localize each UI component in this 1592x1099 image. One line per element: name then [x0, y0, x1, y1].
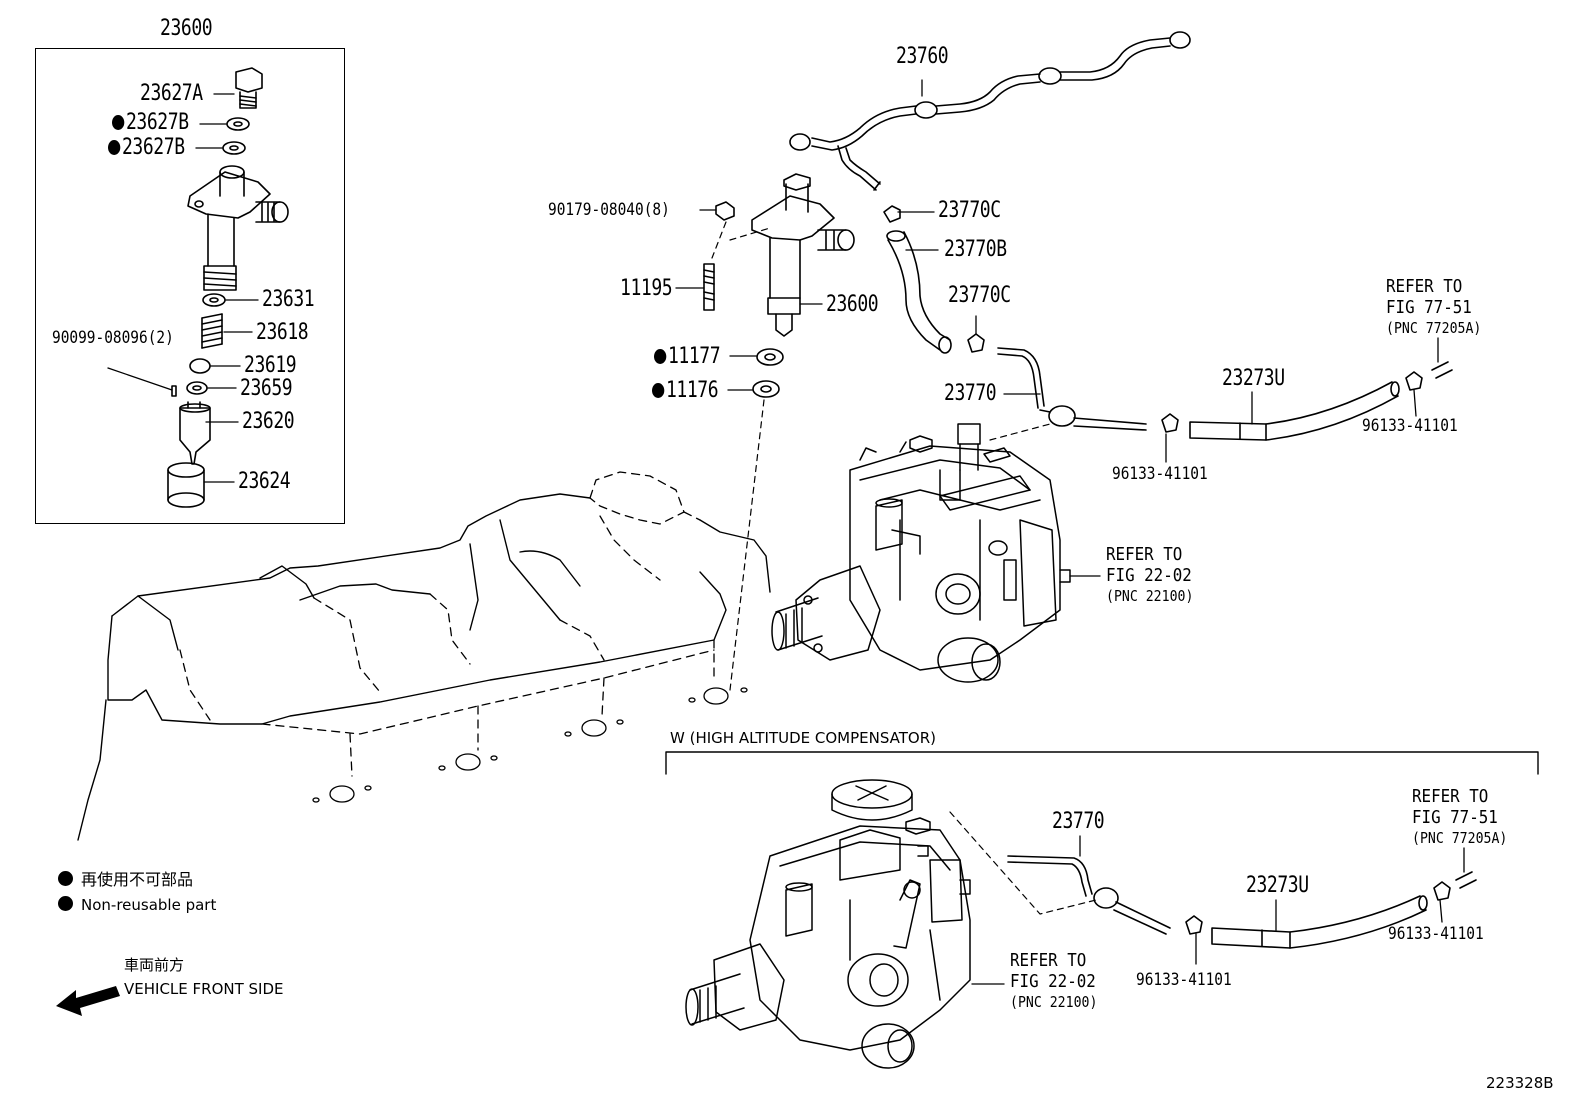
- spacer-23659: [186, 381, 208, 395]
- part-label-23631[interactable]: 23631: [262, 287, 315, 312]
- part-label-11195[interactable]: 11195: [620, 276, 673, 301]
- direction-jp: 車両前方: [124, 956, 185, 974]
- washer-11176-drawing: [752, 380, 780, 398]
- reference-fig-22-02-top[interactable]: REFER TO FIG 22-02 (PNC 22100): [1106, 544, 1194, 605]
- return-pipe-23760-drawing: [789, 31, 1191, 191]
- part-label-23627B-2[interactable]: 23627B: [108, 137, 185, 159]
- legend-non-reusable-en: Non-reusable part: [58, 896, 216, 913]
- part-label-23627A[interactable]: 23627A: [140, 81, 203, 106]
- hose-23273U-drawing: [1189, 381, 1400, 441]
- w-part-label-23273U[interactable]: 23273U: [1246, 873, 1309, 898]
- clip-23770C-mid: [967, 333, 985, 353]
- part-label-11176[interactable]: 11176: [652, 380, 719, 402]
- injection-pump-top-drawing: [771, 423, 1071, 683]
- w-part-label-96133-41101-b[interactable]: 96133-41101: [1388, 924, 1484, 944]
- non-reusable-dot-icon: [652, 383, 665, 398]
- pin-90099: [171, 385, 177, 397]
- part-label-96133-41101-a[interactable]: 96133-41101: [1112, 464, 1208, 484]
- part-label-23760[interactable]: 23760: [896, 44, 949, 69]
- nut-90179-drawing: [715, 201, 735, 221]
- hose-23770B-drawing: [886, 230, 952, 354]
- stud-11195-drawing: [703, 263, 715, 311]
- part-label-23618[interactable]: 23618: [256, 320, 309, 345]
- legend-non-reusable-jp: 再使用不可部品: [58, 871, 193, 888]
- engine-head-outline: [77, 493, 771, 841]
- part-label-23770B[interactable]: 23770B: [944, 237, 1007, 262]
- non-reusable-dot-icon: [654, 349, 667, 364]
- legend-dot-icon: [58, 871, 73, 886]
- hose-23770-drawing: [997, 347, 1147, 431]
- part-label-23619[interactable]: 23619: [244, 353, 297, 378]
- engine-port-holes: [312, 687, 748, 803]
- part-label-23620[interactable]: 23620: [242, 409, 295, 434]
- pipe-77205A-end: [1431, 361, 1453, 379]
- non-reusable-dot-icon: [112, 115, 125, 130]
- part-label-23600[interactable]: 23600: [826, 292, 879, 317]
- reference-fig-77-51-w[interactable]: REFER TO FIG 77-51 (PNC 77205A): [1412, 786, 1508, 847]
- washer-11177-drawing: [756, 348, 784, 366]
- w-dashed-guide: [949, 811, 1097, 915]
- part-label-23770C-2[interactable]: 23770C: [948, 283, 1011, 308]
- part-label-11177[interactable]: 11177: [654, 346, 721, 368]
- reference-fig-22-02-w[interactable]: REFER TO FIG 22-02 (PNC 22100): [1010, 950, 1098, 1011]
- part-label-23659[interactable]: 23659: [240, 376, 293, 401]
- injector-holder-drawing: [187, 165, 289, 291]
- washer-23627B-1: [226, 117, 250, 131]
- injector-23600-drawing: [751, 173, 855, 337]
- spring-23618: [201, 313, 223, 349]
- figure-id: 223328B: [1486, 1074, 1554, 1092]
- clip-96133-b: [1405, 371, 1423, 391]
- kit-box-frame: [35, 48, 345, 524]
- dashed-guide-lines: [711, 221, 1051, 691]
- variant-label: W (HIGH ALTITUDE COMPENSATOR): [670, 729, 937, 747]
- part-label-23627B-1[interactable]: 23627B: [112, 112, 189, 134]
- part-label-90099-08096[interactable]: 90099-08096(2): [52, 328, 174, 348]
- pipe-leader-lines: [897, 79, 1439, 463]
- kit-box-title: 23600: [160, 16, 213, 41]
- variant-bracket: [665, 751, 1539, 775]
- vehicle-front-arrow-icon: [56, 986, 120, 1016]
- part-label-96133-41101-b[interactable]: 96133-41101: [1362, 416, 1458, 436]
- part-label-23770C-1[interactable]: 23770C: [938, 198, 1001, 223]
- legend-dot-icon: [58, 896, 73, 911]
- kit-leader-lines: [107, 93, 259, 483]
- washer-23631: [202, 293, 226, 307]
- non-reusable-dot-icon: [108, 140, 121, 155]
- clip-96133-a: [1161, 413, 1179, 433]
- w-part-label-23770[interactable]: 23770: [1052, 809, 1105, 834]
- washer-23627B-2: [222, 141, 246, 155]
- bolt-23627A-drawing: [235, 67, 263, 109]
- engine-head-dashed: [179, 471, 715, 777]
- part-label-23770[interactable]: 23770: [944, 381, 997, 406]
- w-leader-lines: [1079, 835, 1465, 965]
- direction-en: VEHICLE FRONT SIDE: [124, 980, 284, 998]
- part-label-90179-08040[interactable]: 90179-08040(8): [548, 200, 670, 220]
- clip-23770C-top: [883, 205, 901, 223]
- part-label-23624[interactable]: 23624: [238, 469, 291, 494]
- injection-pump-w-drawing: [685, 779, 971, 1069]
- sleeve-23624: [167, 462, 205, 508]
- reference-fig-77-51-top[interactable]: REFER TO FIG 77-51 (PNC 77205A): [1386, 276, 1482, 337]
- w-part-label-96133-41101-a[interactable]: 96133-41101: [1136, 970, 1232, 990]
- injector-leader-lines: [675, 209, 823, 391]
- part-label-23273U[interactable]: 23273U: [1222, 366, 1285, 391]
- w-hose-assembly: [1007, 855, 1477, 949]
